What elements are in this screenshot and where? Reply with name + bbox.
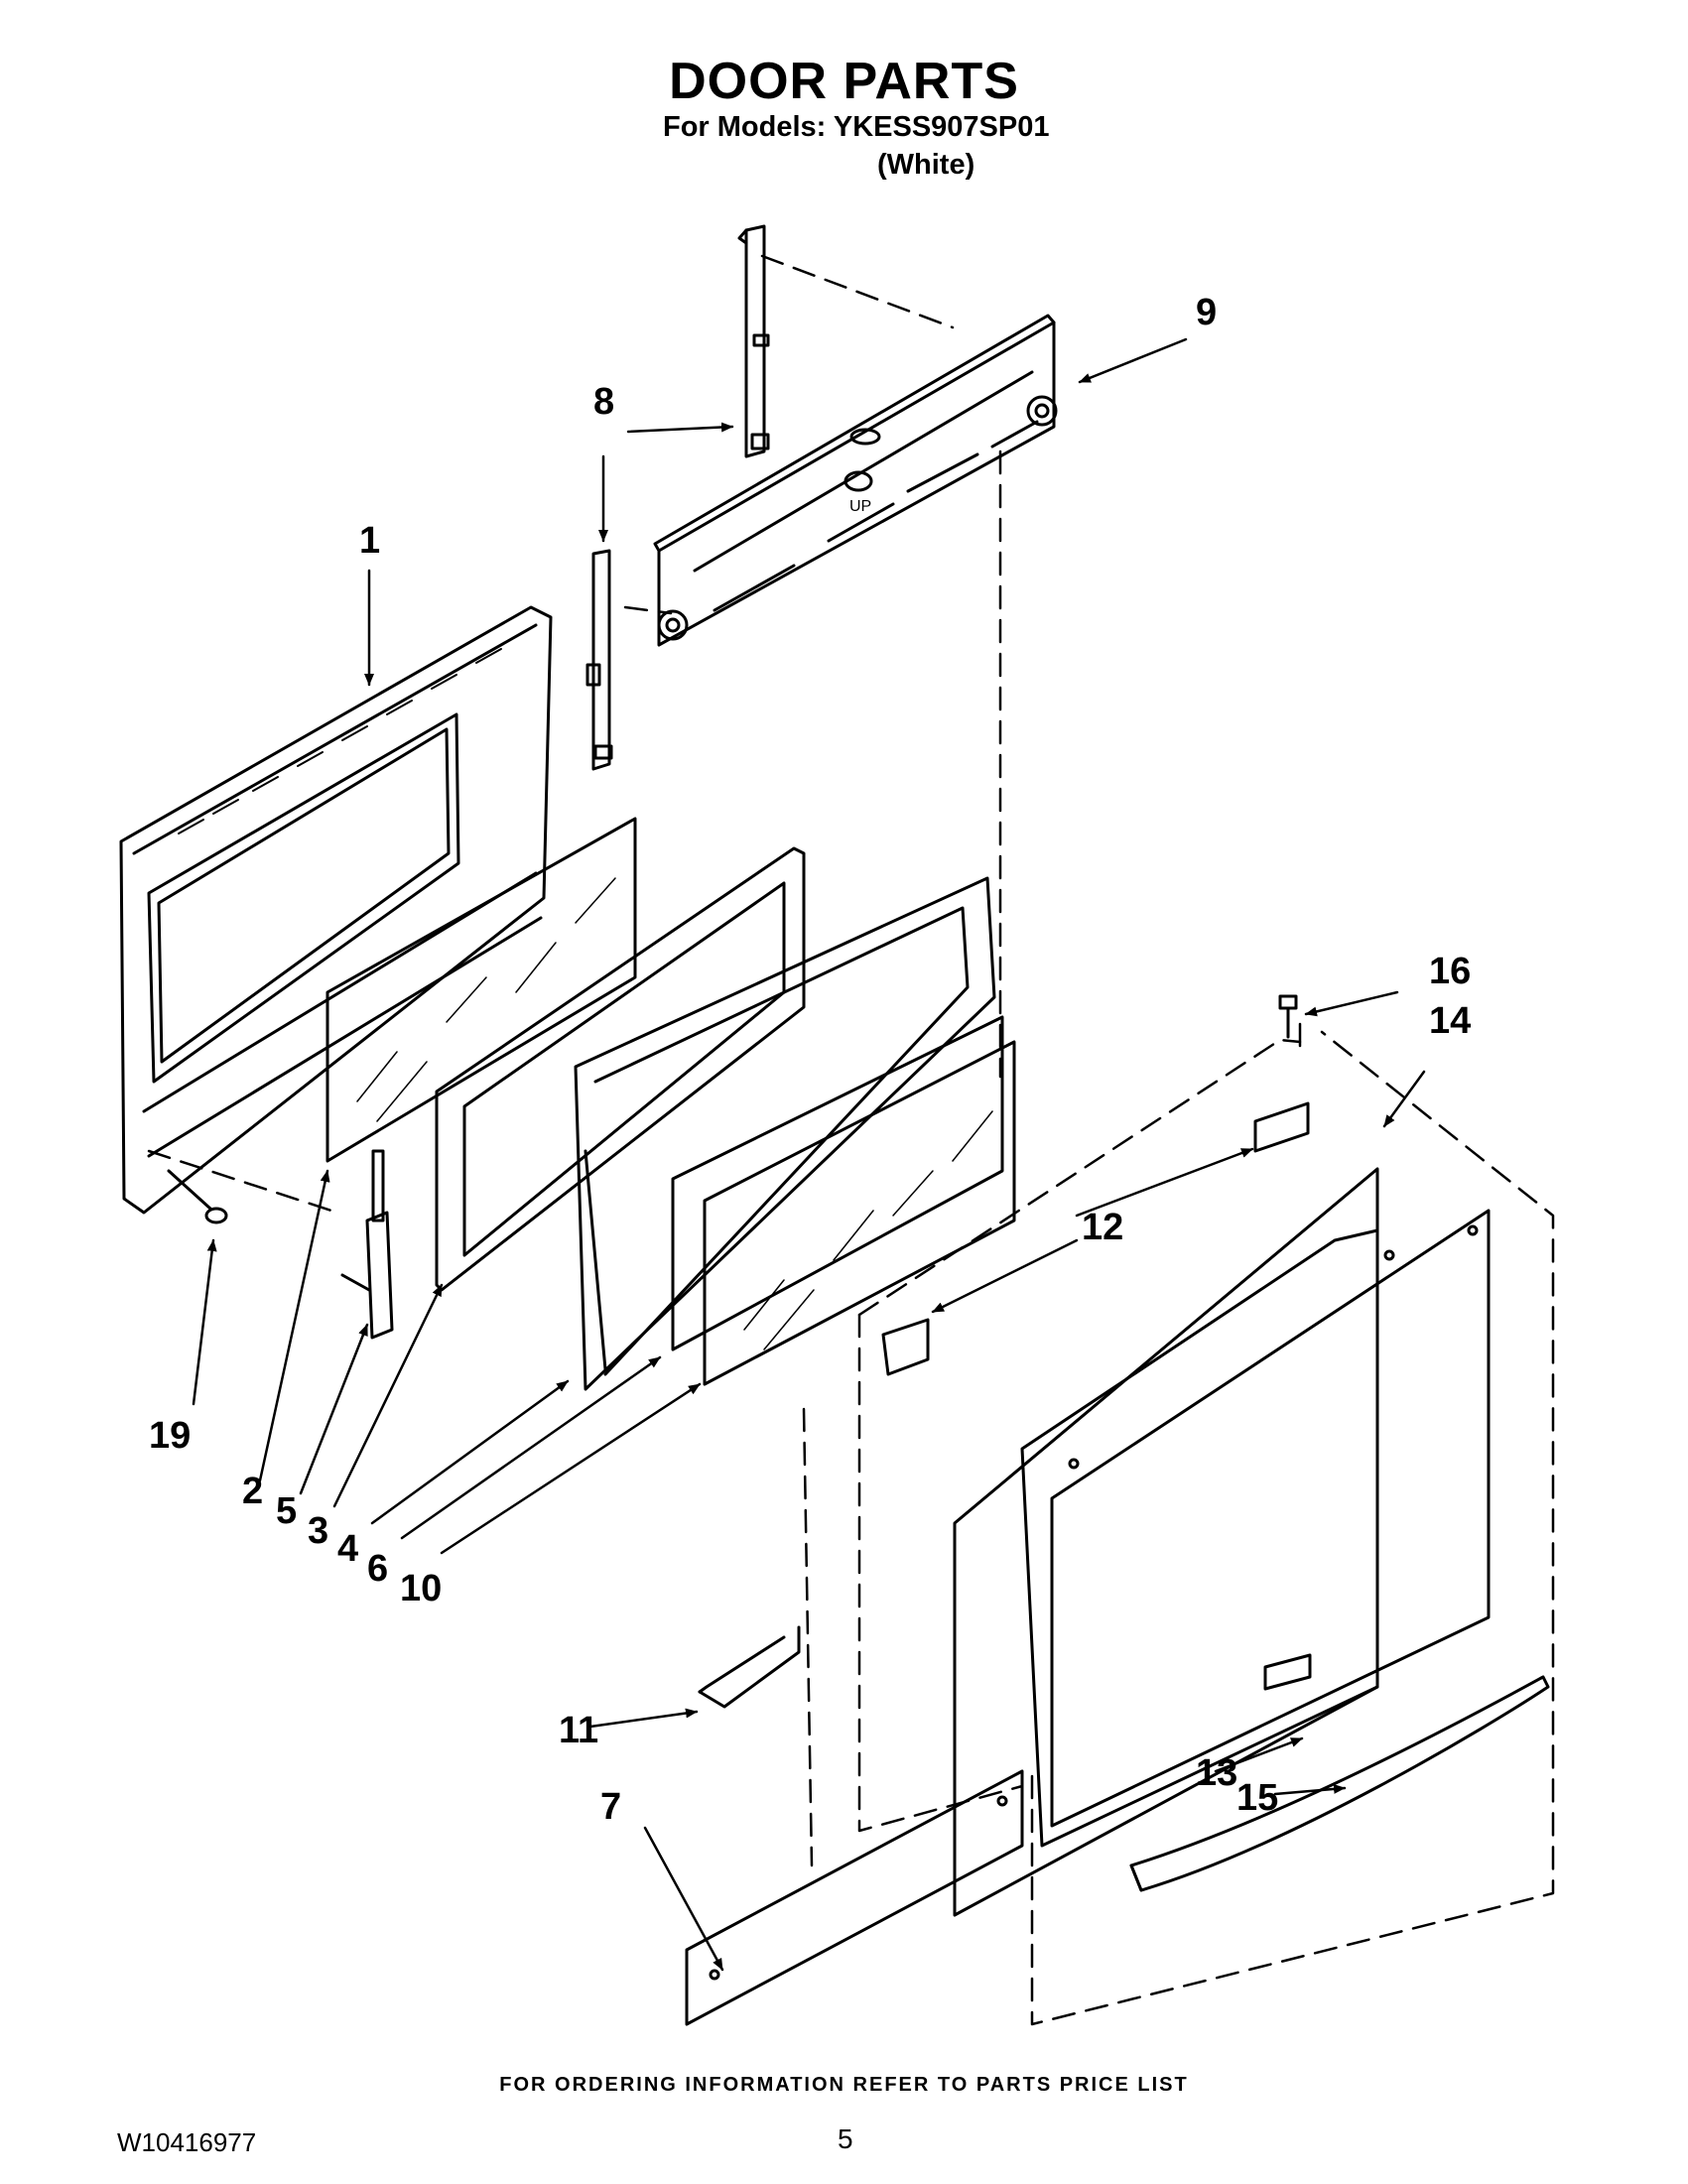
part-19-screw xyxy=(167,1169,228,1224)
part-13-badge xyxy=(1263,1653,1312,1691)
part-11-bracket xyxy=(698,1625,801,1709)
part-9-top-trim: UP xyxy=(653,314,1058,647)
callout-15: 15 xyxy=(1236,1777,1279,1819)
models-line: For Models: YKESS907SP01 xyxy=(663,111,1050,143)
part-6-glass xyxy=(671,1015,1004,1351)
callout-9: 9 xyxy=(1196,292,1218,333)
part-8-bracket-upper xyxy=(737,224,770,458)
callout-16: 16 xyxy=(1429,951,1472,992)
part-2-inner-glass xyxy=(325,817,637,1163)
part-10-outer-glass xyxy=(703,1040,1016,1386)
callout-6: 6 xyxy=(367,1548,389,1590)
callout-19: 19 xyxy=(149,1415,192,1457)
callout-8: 8 xyxy=(593,381,615,423)
callout-leaders xyxy=(192,337,1426,1972)
page-number: 5 xyxy=(838,2123,853,2154)
up-marking: UP xyxy=(849,498,871,515)
callout-1: 1 xyxy=(359,520,381,562)
callout-14: 14 xyxy=(1429,1000,1472,1042)
page-title: DOOR PARTS xyxy=(669,53,1019,110)
callout-7: 7 xyxy=(600,1786,622,1828)
callout-3: 3 xyxy=(308,1510,329,1552)
callout-10: 10 xyxy=(400,1568,443,1609)
part-8-bracket-lower xyxy=(585,549,613,771)
callout-4: 4 xyxy=(337,1528,359,1570)
document-number: W10416977 xyxy=(117,2127,257,2157)
part-5-hinge-spring xyxy=(340,1149,394,1340)
ordering-note: FOR ORDERING INFORMATION REFER TO PARTS … xyxy=(499,2074,1189,2096)
callout-2: 2 xyxy=(242,1471,264,1512)
part-7-kick-panel xyxy=(685,1769,1024,2026)
part-1-door-liner xyxy=(119,605,553,1215)
part-16-screw xyxy=(1278,994,1298,1039)
callout-13: 13 xyxy=(1196,1752,1238,1794)
part-4-inner-frame xyxy=(574,876,996,1391)
callout-5: 5 xyxy=(276,1490,298,1532)
assembly-guide-lines xyxy=(147,254,1555,2026)
part-15-handle xyxy=(1129,1675,1550,1892)
callout-11: 11 xyxy=(559,1710,599,1751)
part-12-hinge-bracket xyxy=(881,1101,1310,1376)
color-line: (White) xyxy=(877,149,975,181)
callout-12: 12 xyxy=(1082,1207,1124,1248)
part-14-outer-door xyxy=(953,1167,1491,1917)
